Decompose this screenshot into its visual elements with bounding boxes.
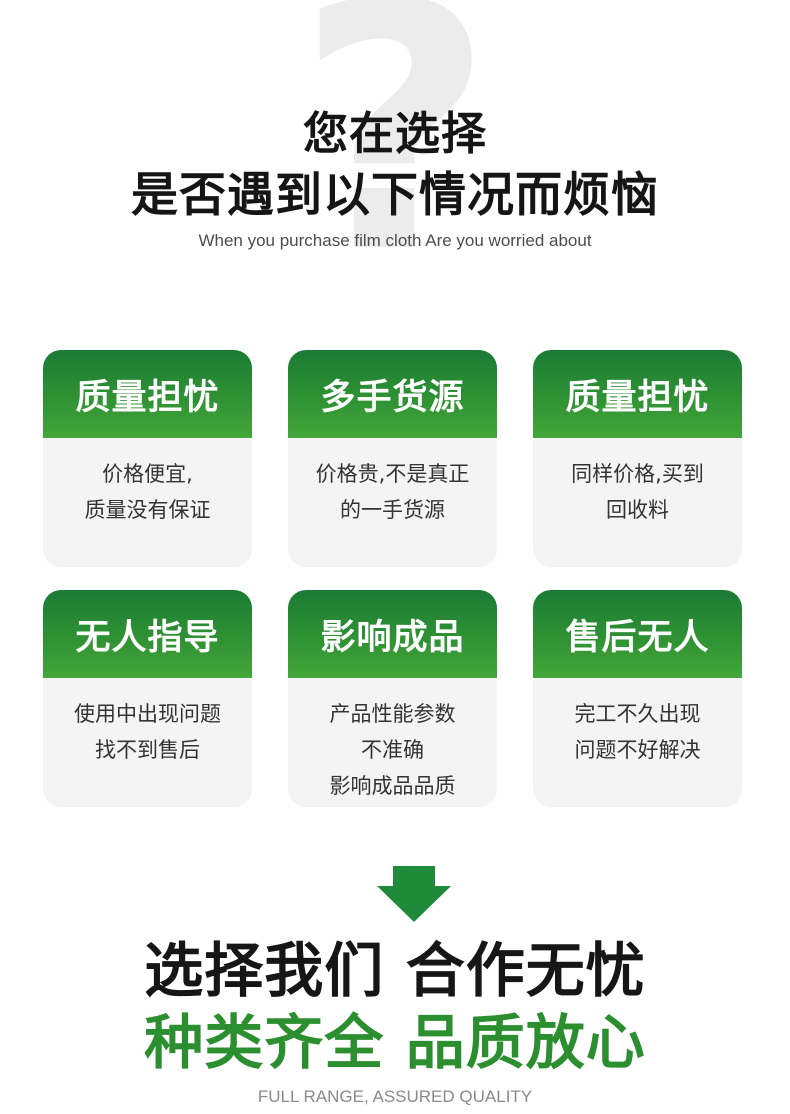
card-title: 质量担忧 xyxy=(43,350,252,438)
down-arrow-icon xyxy=(377,866,451,922)
slogan-line-1: 选择我们 合作无忧 xyxy=(144,936,646,1005)
card-title: 影响成品 xyxy=(288,590,497,678)
card-line: 价格贵,不是真正 xyxy=(315,462,470,486)
card-description: 同样价格,买到 回收料 xyxy=(533,438,742,528)
page-subtitle-heading: 是否遇到以下情况而烦恼 xyxy=(131,168,659,223)
card-multi-hand-source: 多手货源 价格贵,不是真正 的一手货源 xyxy=(288,350,497,567)
card-description: 价格便宜, 质量没有保证 xyxy=(43,438,252,528)
card-line: 质量没有保证 xyxy=(84,498,211,522)
card-no-guidance: 无人指导 使用中出现问题 找不到售后 xyxy=(43,590,252,807)
card-description: 使用中出现问题 找不到售后 xyxy=(43,678,252,768)
card-line: 不准确 xyxy=(361,738,424,762)
card-line: 找不到售后 xyxy=(95,738,200,762)
card-line: 价格便宜, xyxy=(102,462,193,486)
card-description: 产品性能参数 不准确 影响成品品质 xyxy=(288,678,497,804)
page-title: 您在选择 xyxy=(302,107,487,160)
english-subtitle: When you purchase film cloth Are you wor… xyxy=(198,231,592,250)
card-line: 影响成品品质 xyxy=(329,774,456,798)
card-line: 的一手货源 xyxy=(340,498,445,522)
card-description: 完工不久出现 问题不好解决 xyxy=(533,678,742,768)
card-line: 回收料 xyxy=(606,498,669,522)
english-tagline: FULL RANGE, ASSURED QUALITY xyxy=(257,1087,533,1106)
card-quality-worry: 质量担忧 价格便宜, 质量没有保证 xyxy=(43,350,252,567)
card-description: 价格贵,不是真正 的一手货源 xyxy=(288,438,497,528)
card-title: 质量担忧 xyxy=(533,350,742,438)
question-mark-watermark: ? xyxy=(296,0,494,328)
card-line: 同样价格,买到 xyxy=(571,462,704,486)
card-line: 问题不好解决 xyxy=(574,738,701,762)
card-line: 产品性能参数 xyxy=(329,702,456,726)
card-no-after-sales: 售后无人 完工不久出现 问题不好解决 xyxy=(533,590,742,807)
card-title: 多手货源 xyxy=(288,350,497,438)
card-affects-product: 影响成品 产品性能参数 不准确 影响成品品质 xyxy=(288,590,497,807)
slogan-line-2: 种类齐全 品质放心 xyxy=(144,1008,646,1077)
card-line: 完工不久出现 xyxy=(574,702,701,726)
card-title: 售后无人 xyxy=(533,590,742,678)
card-title: 无人指导 xyxy=(43,590,252,678)
card-line: 使用中出现问题 xyxy=(74,702,221,726)
card-quality-worry-2: 质量担忧 同样价格,买到 回收料 xyxy=(533,350,742,567)
